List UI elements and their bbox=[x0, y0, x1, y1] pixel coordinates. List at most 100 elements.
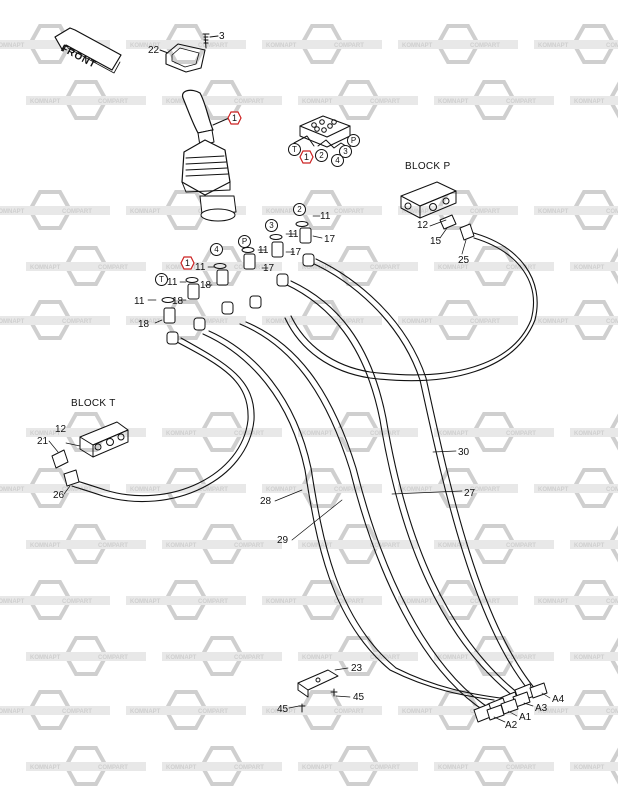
watermark-right-word: COMPART bbox=[98, 765, 128, 771]
watermark-left-word: KOMNAPT bbox=[402, 319, 433, 325]
watermark-left-word: KOMNAPT bbox=[438, 765, 469, 771]
watermark-left-word: KOMNAPT bbox=[0, 709, 25, 715]
watermark-left-word: KOMNAPT bbox=[402, 209, 433, 215]
watermark-left-word: KOMNAPT bbox=[266, 43, 297, 49]
watermark-right-word: COMPART bbox=[506, 655, 536, 661]
callout-12-t: 12 bbox=[55, 424, 67, 435]
watermark-left-word: KOMNAPT bbox=[574, 655, 605, 661]
port-layout-schematic bbox=[293, 115, 356, 149]
watermark-right-word: COMPART bbox=[62, 209, 92, 215]
watermark-right-word: COMPART bbox=[62, 487, 92, 493]
callout-18-f: 18 bbox=[138, 319, 150, 330]
callout-11-e: 11 bbox=[167, 277, 178, 288]
leader-22 bbox=[159, 49, 169, 54]
watermark-left-word: KOMNAPT bbox=[30, 655, 61, 661]
callout-18-d: 18 bbox=[200, 280, 212, 291]
watermark-left-word: KOMNAPT bbox=[130, 709, 161, 715]
fitting-port-p: P bbox=[238, 235, 251, 248]
callout-11-c: 11 bbox=[258, 245, 269, 256]
watermark-right-word: COMPART bbox=[98, 655, 128, 661]
callout-22: 22 bbox=[148, 45, 160, 56]
callout-17-b: 17 bbox=[290, 247, 302, 258]
watermark-tile: KOMNAPT COMPART bbox=[26, 746, 146, 786]
watermark-left-word: KOMNAPT bbox=[438, 265, 469, 271]
watermark-right-word: COMPART bbox=[234, 431, 264, 437]
watermark-left-word: KOMNAPT bbox=[0, 599, 25, 605]
hose-clamp-bracket bbox=[297, 669, 339, 713]
watermark-left-word: KOMNAPT bbox=[574, 265, 605, 271]
callout-11-d: 11 bbox=[195, 262, 206, 273]
watermark-left-word: KOMNAPT bbox=[538, 487, 569, 493]
watermark-tile: KOMNAPT COMPART bbox=[26, 636, 146, 676]
watermark-right-word: COMPART bbox=[98, 99, 128, 105]
callout-28: 28 bbox=[260, 496, 272, 507]
watermark-right-word: COMPART bbox=[234, 655, 264, 661]
hose-25 bbox=[284, 231, 538, 382]
callout-a3: A3 bbox=[535, 703, 548, 714]
callout-11-a: 11 bbox=[320, 211, 331, 222]
callout-11-b: 11 bbox=[288, 229, 299, 240]
callout-15: 15 bbox=[430, 236, 442, 247]
watermark-left-word: KOMNAPT bbox=[302, 99, 333, 105]
watermark-left-word: KOMNAPT bbox=[0, 43, 25, 49]
watermark-left-word: KOMNAPT bbox=[574, 765, 605, 771]
watermark-left-word: KOMNAPT bbox=[30, 765, 61, 771]
block-t bbox=[79, 421, 129, 458]
watermark-right-word: COMPART bbox=[198, 319, 228, 325]
watermark-left-word: KOMNAPT bbox=[538, 599, 569, 605]
leader-1-handle bbox=[212, 117, 230, 126]
fitting-port-1-text: 1 bbox=[184, 258, 190, 268]
watermark-left-word: KOMNAPT bbox=[438, 431, 469, 437]
watermark-left-word: KOMNAPT bbox=[166, 543, 197, 549]
watermark-left-word: KOMNAPT bbox=[30, 431, 61, 437]
watermark-right-word: COMPART bbox=[506, 431, 536, 437]
watermark-right-word: COMPART bbox=[370, 431, 400, 437]
front-arrow-icon bbox=[54, 27, 122, 74]
watermark-left-word: KOMNAPT bbox=[402, 599, 433, 605]
watermark-left-word: KOMNAPT bbox=[538, 209, 569, 215]
callout-a2: A2 bbox=[505, 720, 518, 731]
watermark-left-word: KOMNAPT bbox=[266, 709, 297, 715]
watermark-left-word: KOMNAPT bbox=[266, 487, 297, 493]
watermark-right-word: COMPART bbox=[198, 709, 228, 715]
callout-45-b: 45 bbox=[277, 704, 289, 715]
callout-1-handle-text: 1 bbox=[231, 113, 237, 123]
hose-26 bbox=[71, 337, 255, 503]
watermark-right-word: COMPART bbox=[506, 99, 536, 105]
watermark-right-word: COMPART bbox=[198, 43, 228, 49]
watermark-right-word: COMPART bbox=[334, 319, 364, 325]
schematic-port-p: P bbox=[347, 134, 360, 147]
callout-11-f: 11 bbox=[134, 296, 145, 307]
watermark-tile: KOMNAPT COMPART bbox=[126, 690, 246, 730]
callout-12-p: 12 bbox=[417, 220, 429, 231]
fitting-port-2: 2 bbox=[293, 203, 306, 216]
watermark-left-word: KOMNAPT bbox=[402, 43, 433, 49]
callout-17-c: 17 bbox=[263, 263, 275, 274]
watermark-right-word: COMPART bbox=[234, 765, 264, 771]
fitting-port-4: 4 bbox=[210, 243, 223, 256]
watermark-right-word: COMPART bbox=[234, 543, 264, 549]
watermark-left-word: KOMNAPT bbox=[130, 43, 161, 49]
callout-21: 21 bbox=[37, 436, 49, 447]
watermark-right-word: COMPART bbox=[370, 265, 400, 271]
watermark-left-word: KOMNAPT bbox=[166, 265, 197, 271]
watermark-left-word: KOMNAPT bbox=[402, 709, 433, 715]
watermark-right-word: COMPART bbox=[370, 543, 400, 549]
